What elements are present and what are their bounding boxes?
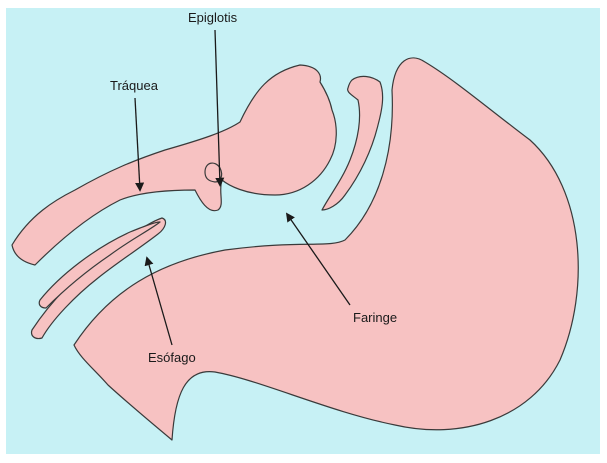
label-traquea: Tráquea (110, 78, 159, 93)
label-faringe: Faringe (353, 310, 397, 325)
label-epiglotis: Epiglotis (188, 10, 238, 25)
label-esofago: Esófago (148, 350, 196, 365)
